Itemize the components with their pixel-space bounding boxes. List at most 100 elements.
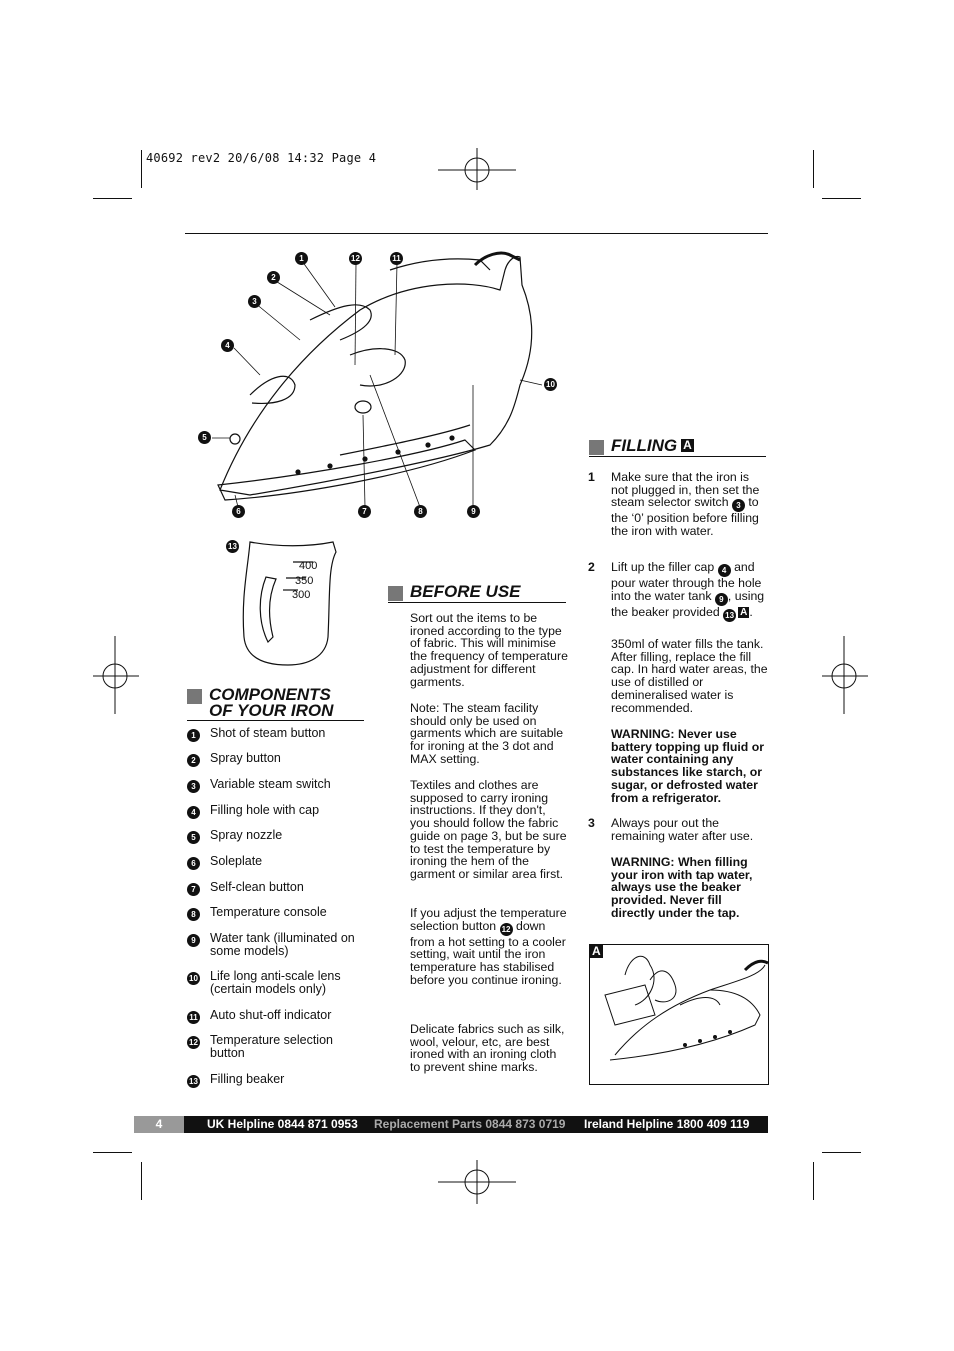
callout-8: 8 (414, 505, 427, 518)
list-item: 1 Shot of steam button (187, 727, 365, 742)
list-item: 9 Water tank (illuminated on some models) (187, 932, 365, 957)
filling-warning-2: WARNING: When filling your iron with tap… (611, 855, 753, 920)
callout-4: 4 (221, 339, 234, 352)
item-label: Soleplate (210, 854, 263, 868)
crop-mark (93, 1152, 132, 1153)
item-number: 7 (187, 883, 200, 896)
item-number: 11 (187, 1011, 200, 1024)
step2-end: . (749, 604, 753, 619)
callout-5: 5 (198, 431, 211, 444)
list-item: 6 Soleplate (187, 855, 365, 870)
page-number: 4 (134, 1116, 184, 1133)
item-label: Filling beaker (210, 1072, 285, 1086)
registration-mark-right (822, 636, 868, 714)
beaker-illustration (242, 541, 337, 666)
inline-callout: 9 (714, 592, 728, 606)
before-use-paragraph-4: If you adjust the temperature selection … (410, 907, 568, 987)
step-number: 3 (588, 816, 595, 830)
item-number: 3 (187, 780, 200, 793)
step-number: 1 (588, 470, 595, 484)
filling-step-1: Make sure that the iron is not plugged i… (611, 471, 768, 538)
beaker-mark-300: 300 (292, 589, 311, 601)
callout-3: 3 (248, 295, 261, 308)
list-item: 3 Variable steam switch (187, 778, 365, 793)
ireland-helpline: Ireland Helpline 1800 409 119 (584, 1117, 750, 1131)
item-number: 10 (187, 972, 200, 985)
item-number: 6 (187, 857, 200, 870)
item-number: 1 (187, 729, 200, 742)
inline-callout: 13 (723, 608, 737, 622)
item-label: Water tank (illuminated on some models) (210, 931, 355, 958)
figure-tag: A (738, 606, 750, 618)
registration-mark-bottom (438, 1160, 516, 1204)
filling-350ml-paragraph: 350ml of water fills the tank. After fil… (611, 637, 768, 715)
crop-mark (822, 1152, 861, 1153)
before-use-heading-text: BEFORE USE (410, 582, 521, 601)
iron-diagram (212, 251, 543, 508)
inline-callout: 3 (731, 499, 745, 513)
crop-mark (822, 198, 861, 199)
figure-a-label: A (590, 944, 603, 958)
list-item: 11 Auto shut-off indicator (187, 1009, 365, 1024)
figure-tag: A (681, 438, 694, 452)
list-item: 13 Filling beaker (187, 1073, 365, 1088)
list-item: 2 Spray button (187, 752, 365, 767)
components-heading-line1: COMPONENTS (209, 685, 331, 704)
registration-mark-top (438, 148, 516, 190)
filling-step-2: Lift up the filler cap 4 and pour water … (611, 561, 768, 622)
list-item: 7 Self-clean button (187, 881, 365, 896)
callout-10: 10 (544, 378, 557, 391)
item-label: Filling hole with cap (210, 803, 320, 817)
heading-marker (187, 689, 202, 704)
item-number: 2 (187, 754, 200, 767)
callout-2: 2 (267, 271, 280, 284)
item-number: 13 (187, 1075, 200, 1088)
item-label: Spray button (210, 751, 281, 765)
registration-mark-left (93, 636, 139, 714)
callout-12: 12 (349, 252, 362, 265)
item-label: Temperature console (210, 905, 327, 919)
step-number: 2 (588, 560, 595, 574)
item-number: 8 (187, 908, 200, 921)
figure-a-box: A (589, 944, 769, 1085)
before-use-p4-end: down from a hot setting to a cooler sett… (410, 918, 566, 987)
item-label: Self-clean button (210, 880, 304, 894)
item-label: Auto shut-off indicator (210, 1008, 332, 1022)
replacement-parts: Replacement Parts 0844 873 0719 (374, 1117, 566, 1131)
callout-1: 1 (295, 252, 308, 265)
item-label: Shot of steam button (210, 726, 326, 740)
crop-mark (141, 1162, 142, 1200)
step1-end: to the ‘0’ position before filling the i… (611, 495, 759, 539)
filling-illustration (604, 955, 769, 1061)
top-rule (185, 233, 768, 234)
step1-start: Make sure that the iron is not plugged i… (611, 470, 760, 510)
filling-heading-text: FILLING (611, 436, 678, 455)
step2-middle-2: , using the beaker provided (611, 588, 765, 619)
callout-13: 13 (226, 540, 239, 553)
item-label: Variable steam switch (210, 777, 331, 791)
crop-mark (141, 150, 142, 188)
callout-11: 11 (390, 252, 403, 265)
uk-helpline: UK Helpline 0844 871 0953 (207, 1117, 358, 1131)
heading-marker (388, 586, 403, 601)
item-number: 12 (187, 1036, 200, 1049)
inline-callout: 12 (499, 922, 513, 936)
crop-mark (813, 150, 814, 188)
before-use-paragraph-3: Textiles and clothes are supposed to car… (410, 778, 567, 881)
before-use-p4-start: If you adjust the temperature selection … (410, 906, 567, 933)
beaker-mark-400: 400 (299, 560, 318, 572)
item-number: 9 (187, 934, 200, 947)
before-use-paragraph-5: Delicate fabrics such as silk, wool, vel… (410, 1022, 565, 1075)
step2-start: Lift up the filler cap (611, 560, 715, 574)
filling-step-3: Always pour out the remaining water afte… (611, 816, 754, 843)
heading-marker (589, 440, 604, 455)
before-use-paragraph-1: Sort out the items to be ironed accordin… (410, 611, 568, 689)
before-use-heading: BEFORE USE (388, 582, 566, 603)
list-item: 8 Temperature console (187, 906, 365, 921)
